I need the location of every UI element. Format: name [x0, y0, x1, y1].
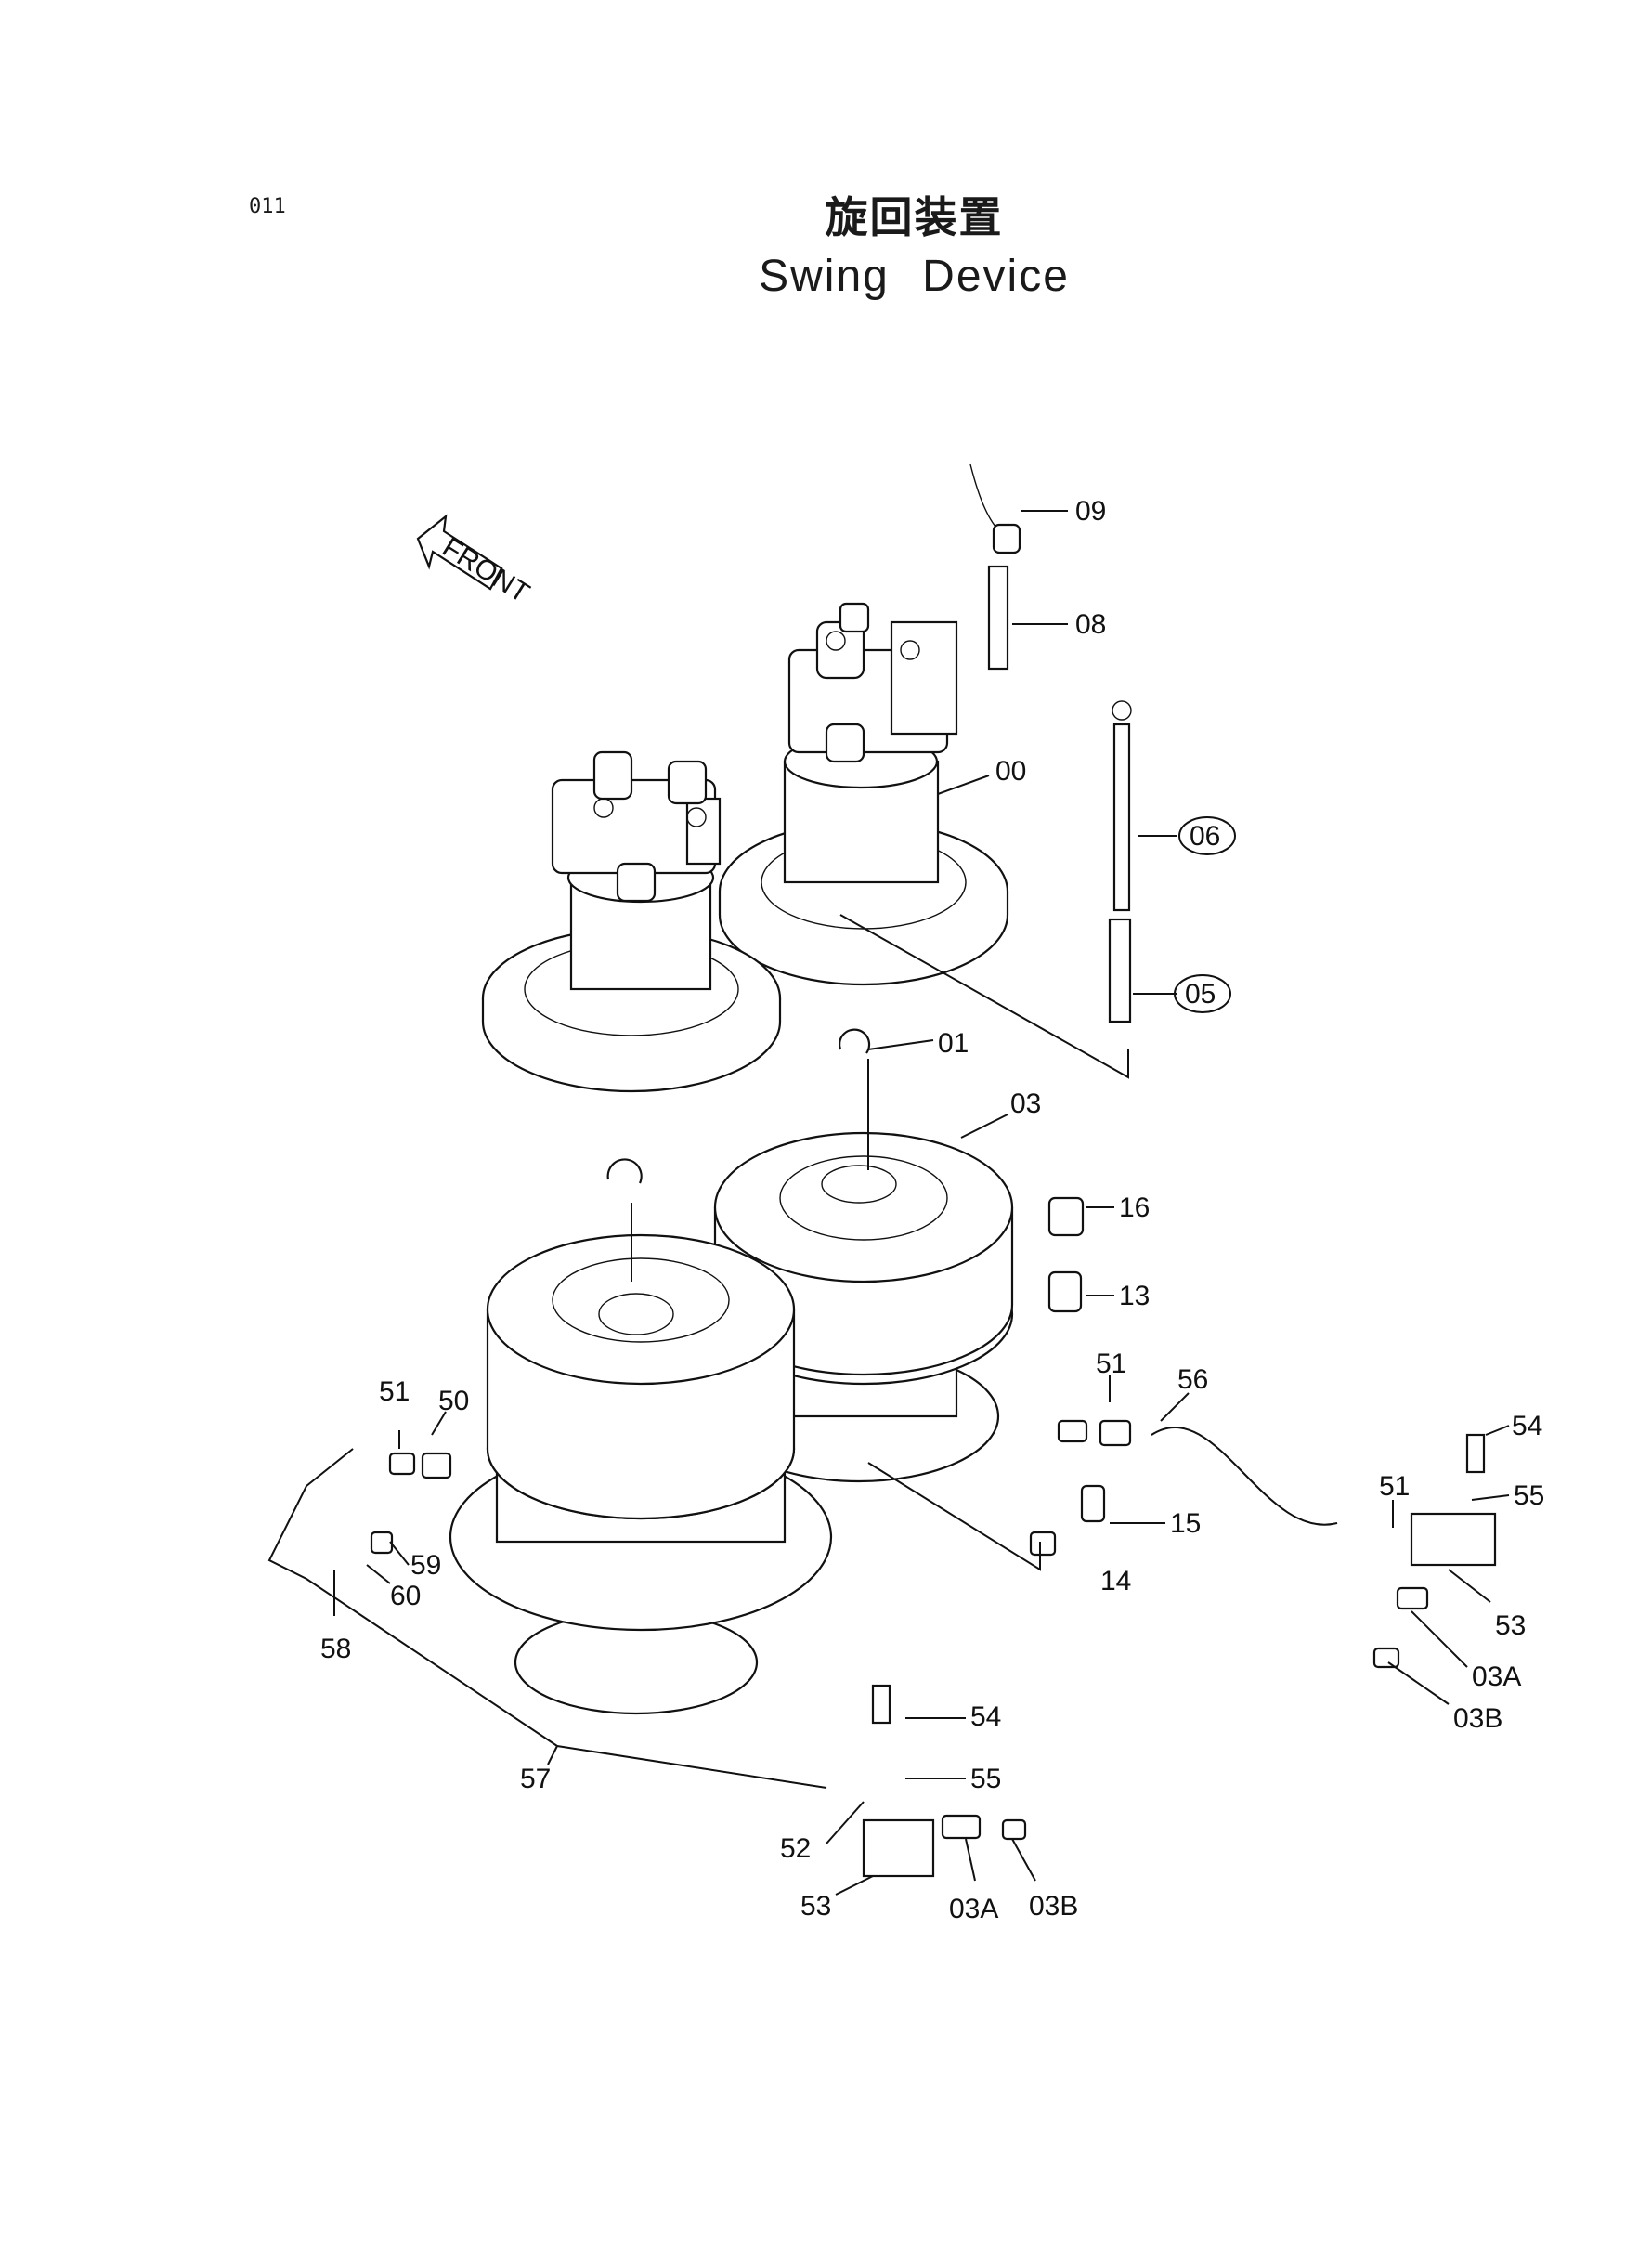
callout-01: 01 [938, 1028, 969, 1059]
callout-51-left: 51 [379, 1376, 410, 1407]
callout-58: 58 [320, 1634, 351, 1664]
callout-14: 14 [1100, 1566, 1131, 1596]
callout-03A-bottom: 03A [949, 1894, 998, 1924]
title-block: 旋回装置 Swing Device [0, 184, 1652, 302]
callout-54-right: 54 [1512, 1411, 1542, 1441]
callout-60: 60 [390, 1581, 421, 1611]
callout-09: 09 [1075, 496, 1106, 527]
callout-circle-05 [1174, 974, 1231, 1013]
callout-08: 08 [1075, 609, 1106, 640]
callout-13: 13 [1119, 1281, 1150, 1311]
callout-53-bottom: 53 [800, 1891, 831, 1922]
callout-55-right: 55 [1514, 1480, 1544, 1511]
hoses [267, 1427, 1338, 1789]
page-number: 011 [249, 195, 286, 218]
callout-03: 03 [1010, 1088, 1041, 1119]
callout-circle-06 [1178, 816, 1236, 855]
callout-03B-right: 03B [1453, 1703, 1502, 1734]
title-english: Swing Device [759, 252, 1070, 301]
callout-06: 06 [1190, 821, 1220, 852]
callout-55-bottom: 55 [970, 1764, 1001, 1794]
front-arrow-icon: FRONT [416, 514, 535, 609]
callout-53-right: 53 [1495, 1610, 1526, 1641]
callout-54-bottom: 54 [970, 1701, 1001, 1732]
callout-51-right: 51 [1379, 1471, 1410, 1502]
swing-motor-rear [718, 602, 1009, 986]
callout-51-mid: 51 [1096, 1348, 1126, 1379]
callout-52: 52 [780, 1833, 811, 1864]
leader-lines [333, 510, 1510, 1896]
callout-56: 56 [1177, 1364, 1208, 1395]
callout-03B-bottom: 03B [1029, 1891, 1078, 1922]
callout-16: 16 [1119, 1192, 1150, 1223]
callout-05: 05 [1185, 979, 1216, 1010]
reduction-gear-front [449, 1233, 833, 1715]
title-japanese: 旋回装置 [825, 192, 1004, 242]
callout-50: 50 [438, 1386, 469, 1416]
gauge-assembly [969, 463, 1132, 1023]
callout-00: 00 [995, 756, 1026, 787]
callout-15: 15 [1170, 1508, 1201, 1539]
callout-03A-right: 03A [1472, 1661, 1521, 1692]
callout-labels: 09 08 00 06 05 01 03 16 13 51 50 51 56 5… [320, 496, 1544, 1924]
front-label: FRONT [437, 532, 535, 609]
small-fittings [370, 1028, 1497, 1878]
swing-motor-front [481, 750, 782, 1093]
callout-57: 57 [520, 1764, 551, 1794]
callout-59: 59 [410, 1550, 441, 1581]
